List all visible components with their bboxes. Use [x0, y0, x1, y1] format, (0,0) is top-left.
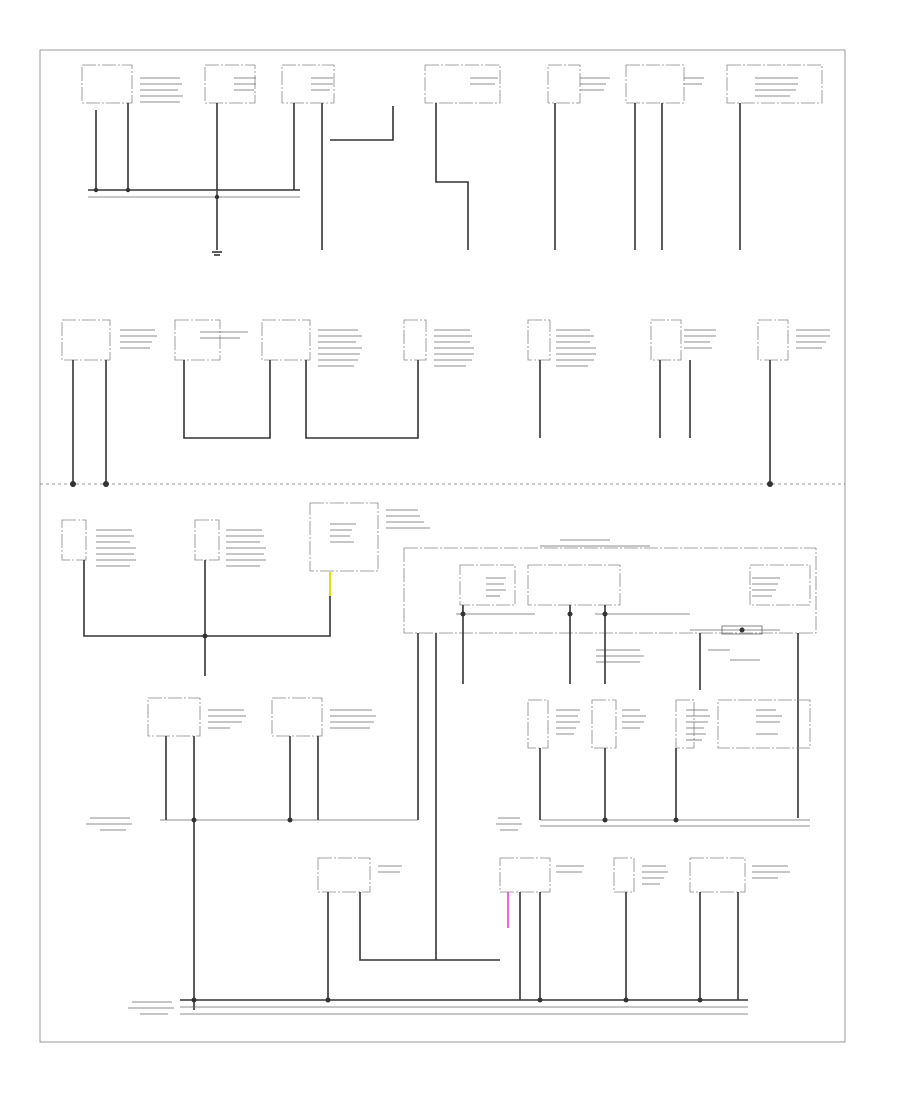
component-label-placeholder [128, 1001, 174, 1015]
splice-dot [70, 481, 773, 487]
splice-dot [191, 817, 679, 823]
component-label-placeholder [378, 865, 790, 885]
row2-wires [72, 360, 771, 484]
component-label-placeholder [140, 77, 798, 103]
splice-dot [191, 997, 703, 1003]
row1-thin-wires [88, 190, 300, 200]
ground-symbol [212, 251, 222, 256]
component-label-placeholder [96, 509, 780, 663]
splice-dot [93, 187, 220, 200]
row1-wires [88, 103, 741, 250]
splice-dot [202, 611, 745, 639]
component-box [147, 697, 811, 749]
row3-wires [83, 560, 799, 960]
diagram-frame [39, 49, 846, 1043]
row4-wires [165, 736, 677, 1010]
row5-thin-wires [180, 1006, 748, 1015]
component-box [317, 857, 746, 893]
row3-thin-wires [456, 613, 780, 635]
row5-wires [180, 892, 748, 1001]
component-label-placeholder [120, 329, 830, 367]
component-box [81, 64, 823, 104]
component-label-placeholder [86, 709, 782, 831]
row4-thin-wires [160, 819, 810, 827]
component-box [61, 319, 789, 361]
component-box [61, 502, 817, 634]
